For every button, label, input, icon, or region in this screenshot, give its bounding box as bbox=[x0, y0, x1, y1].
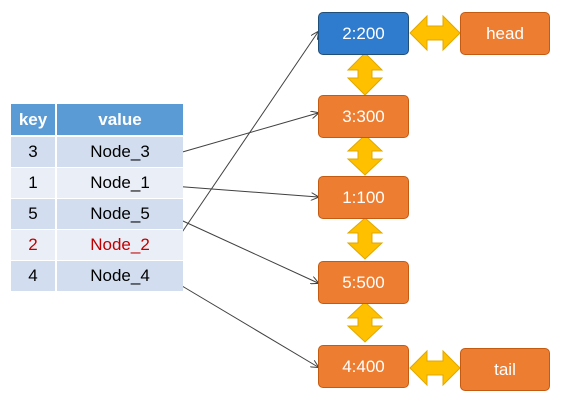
list-node: 1:100 bbox=[318, 176, 409, 219]
table-row: 3 Node_3 bbox=[11, 137, 183, 168]
value-cell: Node_5 bbox=[57, 199, 183, 230]
link-arrow-3-1 bbox=[346, 134, 384, 176]
list-node: 3:300 bbox=[318, 95, 409, 138]
pointer-node-3 bbox=[171, 113, 318, 156]
key-cell: 5 bbox=[11, 199, 57, 230]
link-arrow-2-3 bbox=[346, 52, 384, 96]
value-cell: Node_3 bbox=[57, 137, 183, 168]
list-node-tail-position: 4:400 bbox=[318, 345, 409, 388]
pointer-node-5 bbox=[171, 215, 318, 283]
head-pointer-node: head bbox=[460, 12, 550, 55]
key-column-header: key bbox=[11, 104, 57, 137]
value-cell: Node_1 bbox=[57, 168, 183, 199]
table-row-highlighted: 2 Node_2 bbox=[11, 230, 183, 261]
tail-link-arrow bbox=[409, 349, 461, 387]
value-cell: Node_4 bbox=[57, 261, 183, 292]
table-row: 5 Node_5 bbox=[11, 199, 183, 230]
list-node-head-position: 2:200 bbox=[318, 12, 409, 55]
key-cell: 3 bbox=[11, 137, 57, 168]
key-cell: 2 bbox=[11, 230, 57, 261]
link-arrow-5-4 bbox=[346, 301, 384, 343]
value-column-header: value bbox=[57, 104, 183, 137]
table-header-row: key value bbox=[11, 104, 183, 137]
pointer-node-2 bbox=[171, 32, 318, 248]
key-cell: 1 bbox=[11, 168, 57, 199]
pointer-node-1 bbox=[171, 185, 318, 197]
pointer-node-4 bbox=[171, 279, 318, 367]
key-cell: 4 bbox=[11, 261, 57, 292]
tail-pointer-node: tail bbox=[460, 348, 550, 391]
list-node: 5:500 bbox=[318, 261, 409, 304]
value-cell: Node_2 bbox=[57, 230, 183, 261]
link-arrow-1-5 bbox=[346, 217, 384, 260]
table-row: 4 Node_4 bbox=[11, 261, 183, 292]
head-link-arrow bbox=[409, 14, 461, 52]
table-row: 1 Node_1 bbox=[11, 168, 183, 199]
hash-table: key value 3 Node_3 1 Node_1 5 Node_5 2 N… bbox=[11, 104, 183, 292]
